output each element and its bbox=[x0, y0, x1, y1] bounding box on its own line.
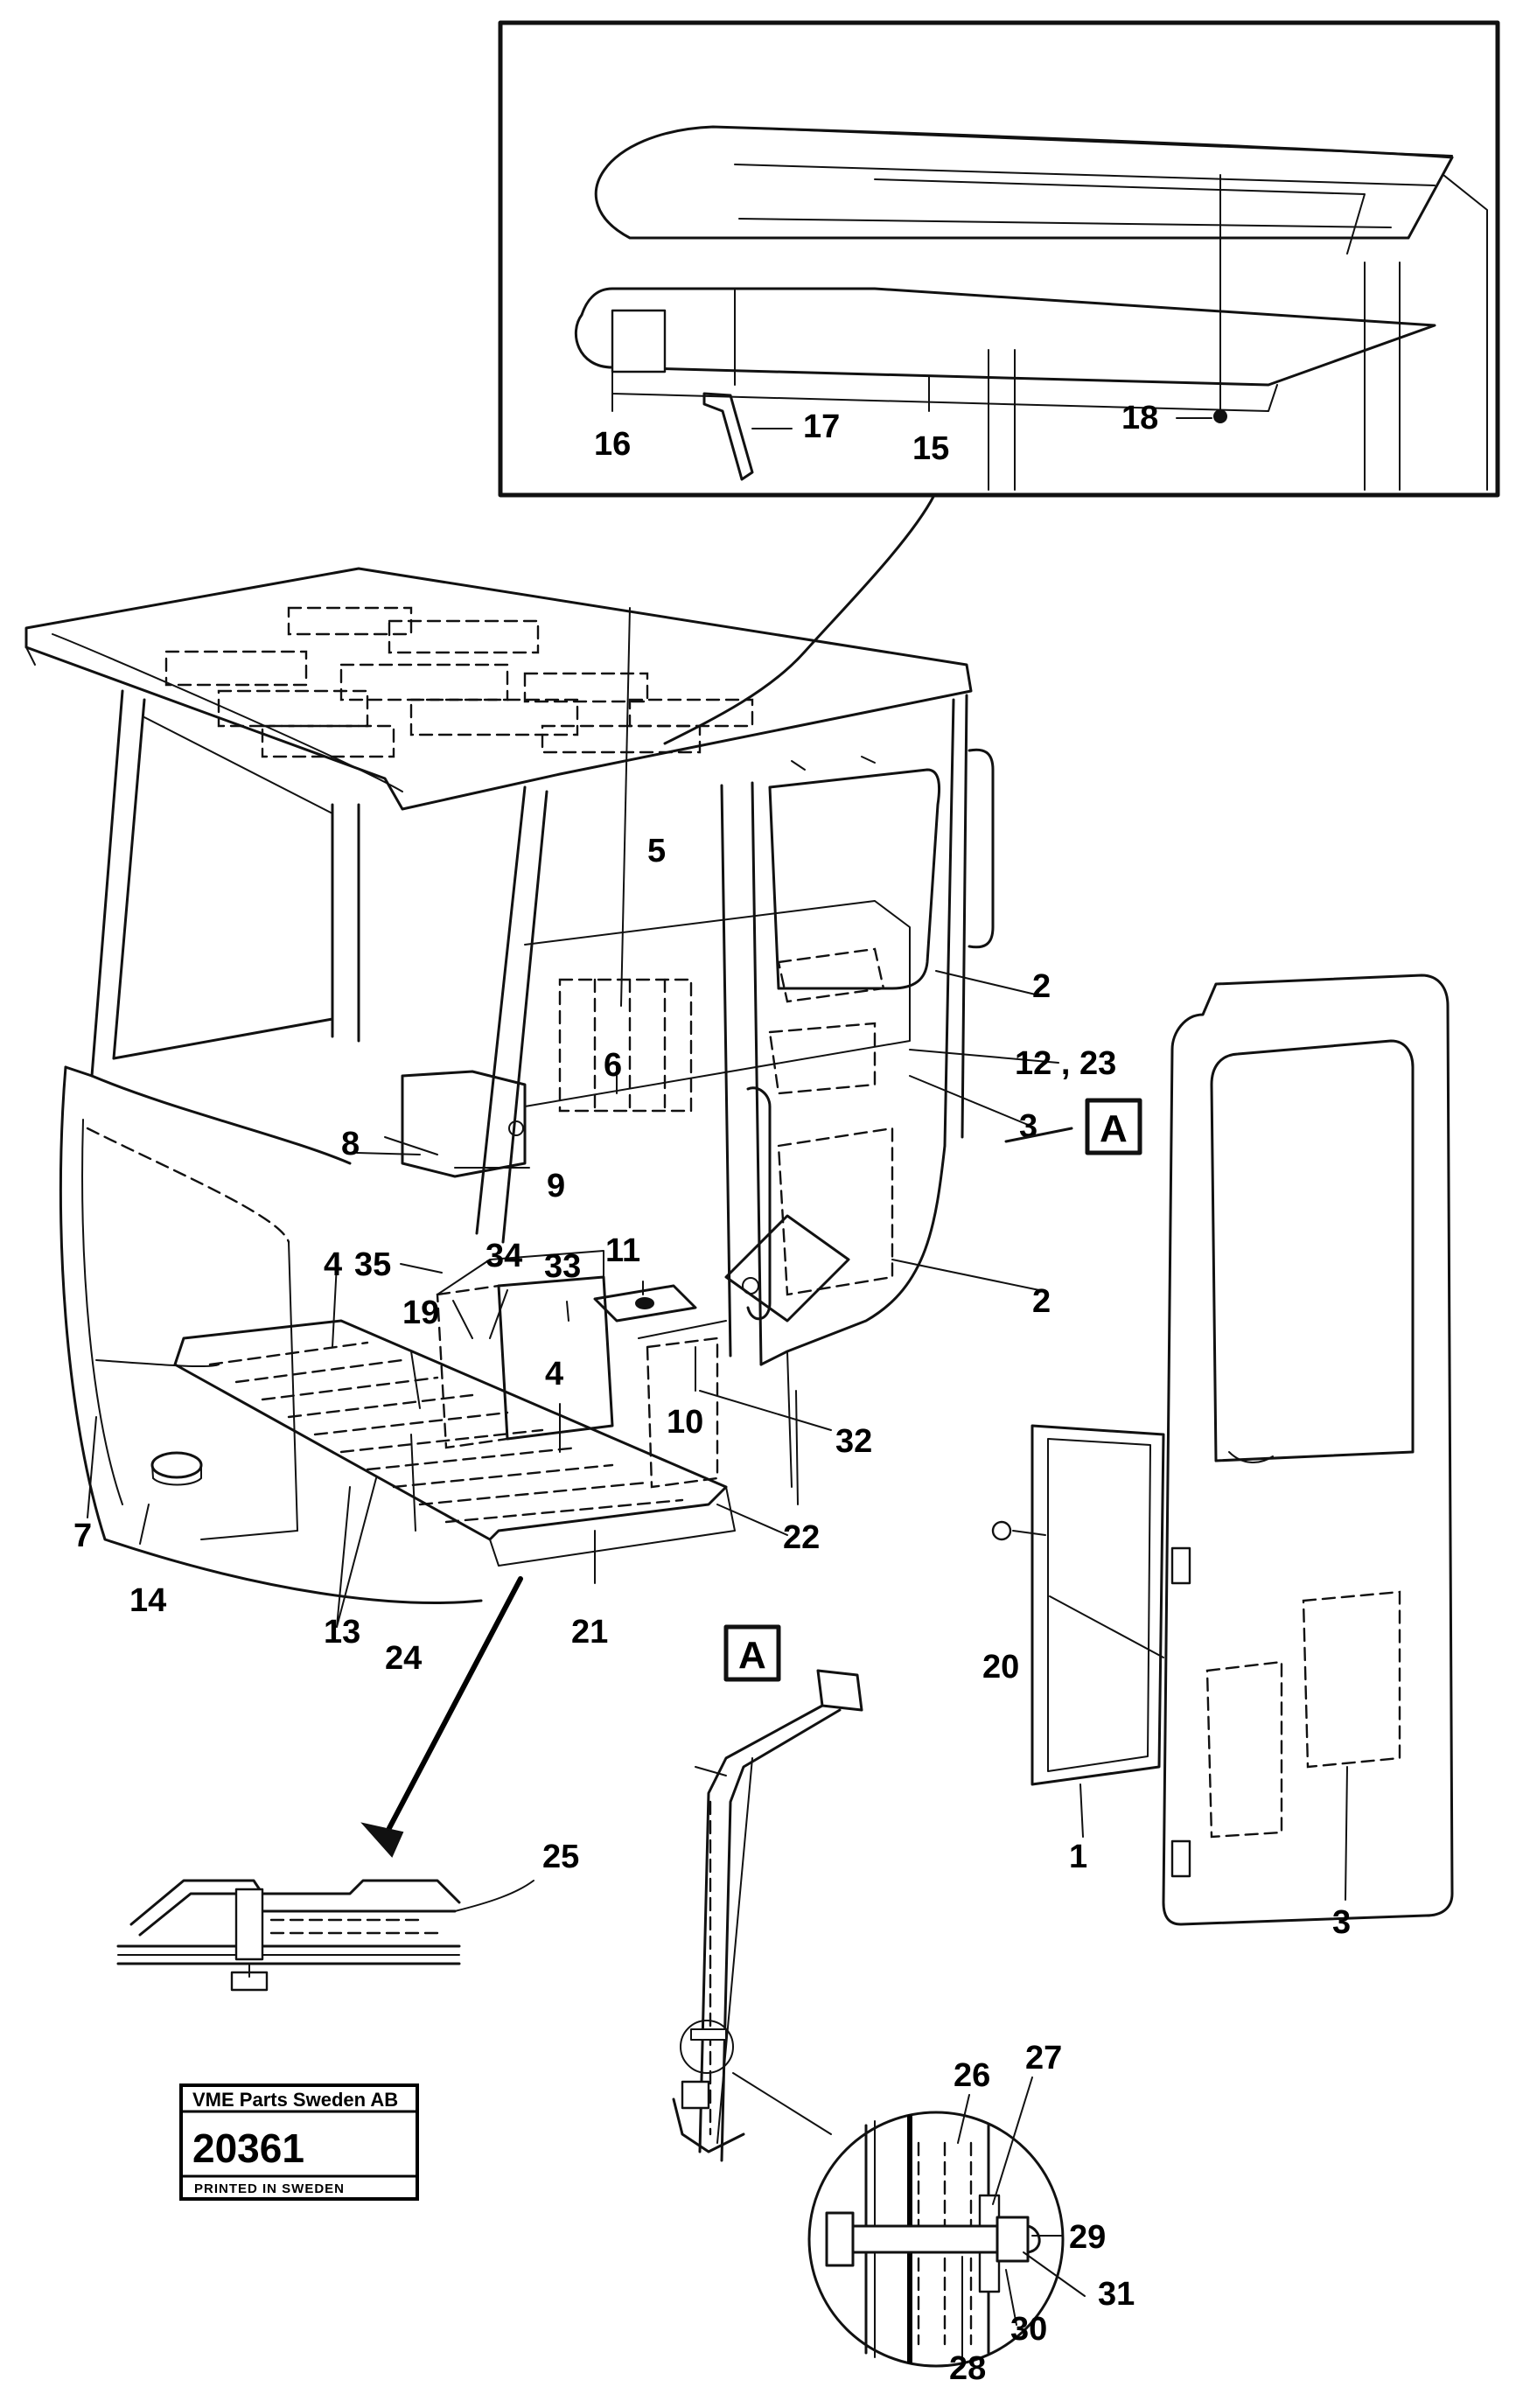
main-callouts: 5 2 12 , 23 6 3 8 9 2 4 35 34 33 11 19 4… bbox=[73, 833, 1116, 1677]
stamp-number: 20361 bbox=[192, 2125, 304, 2171]
callout-12-23: 12 , 23 bbox=[1015, 1045, 1116, 1082]
callout-33: 33 bbox=[544, 1248, 581, 1285]
callout-34: 34 bbox=[486, 1238, 522, 1274]
callout-3-door: 3 bbox=[1332, 1904, 1351, 1941]
parts-stamp: VME Parts Sweden AB 20361 PRINTED IN SWE… bbox=[179, 2083, 419, 2201]
callout-18: 18 bbox=[1121, 400, 1158, 436]
callout-25: 25 bbox=[542, 1839, 579, 1875]
section-marker-a-upper: A bbox=[1004, 1098, 1142, 1155]
callout-4-right: 4 bbox=[545, 1356, 563, 1392]
callout-21: 21 bbox=[571, 1614, 608, 1651]
callout-26: 26 bbox=[954, 2057, 990, 2094]
callout-30: 30 bbox=[1010, 2311, 1047, 2348]
callout-27: 27 bbox=[1025, 2040, 1062, 2076]
callout-5: 5 bbox=[647, 833, 666, 869]
roof-detail-inset: 16 17 15 18 bbox=[498, 20, 1500, 498]
cab-assembly bbox=[24, 567, 1059, 1628]
callout-32: 32 bbox=[835, 1423, 872, 1460]
door-assembly: 20 1 3 bbox=[982, 974, 1454, 1941]
callout-20: 20 bbox=[982, 1649, 1019, 1686]
callout-35: 35 bbox=[354, 1246, 391, 1283]
callout-14: 14 bbox=[129, 1582, 166, 1619]
callout-28: 28 bbox=[949, 2350, 986, 2387]
callout-13: 13 bbox=[324, 1614, 360, 1651]
stamp-company: VME Parts Sweden AB bbox=[192, 2089, 398, 2111]
callout-22: 22 bbox=[783, 1519, 820, 1556]
callout-1: 1 bbox=[1069, 1839, 1087, 1875]
inset-connector-line bbox=[663, 493, 936, 745]
callout-9: 9 bbox=[547, 1168, 565, 1204]
callout-29: 29 bbox=[1069, 2219, 1106, 2256]
callout-7: 7 bbox=[73, 1518, 92, 1554]
callout-2-upper: 2 bbox=[1032, 968, 1051, 1005]
callout-8: 8 bbox=[341, 1126, 360, 1162]
callout-10: 10 bbox=[667, 1404, 703, 1441]
bolt-section-detail: 26 27 29 31 30 28 bbox=[807, 2040, 1135, 2387]
section-label-a-lower: A bbox=[738, 1634, 766, 1677]
section-label-a-upper: A bbox=[1100, 1107, 1128, 1150]
floor-section-detail: 25 bbox=[116, 1576, 579, 1992]
stamp-footer: PRINTED IN SWEDEN bbox=[194, 2181, 345, 2196]
callout-11: 11 bbox=[605, 1232, 640, 1269]
section-a-handrail: A bbox=[672, 1624, 863, 2162]
callout-15: 15 bbox=[912, 430, 949, 467]
callout-2-lower: 2 bbox=[1032, 1283, 1051, 1320]
callout-24: 24 bbox=[385, 1640, 422, 1677]
callout-31: 31 bbox=[1098, 2276, 1135, 2313]
callout-6: 6 bbox=[604, 1047, 622, 1084]
callout-4-left: 4 bbox=[324, 1246, 342, 1283]
callout-16: 16 bbox=[594, 426, 631, 463]
callout-19: 19 bbox=[402, 1295, 439, 1331]
callout-17: 17 bbox=[803, 408, 840, 445]
